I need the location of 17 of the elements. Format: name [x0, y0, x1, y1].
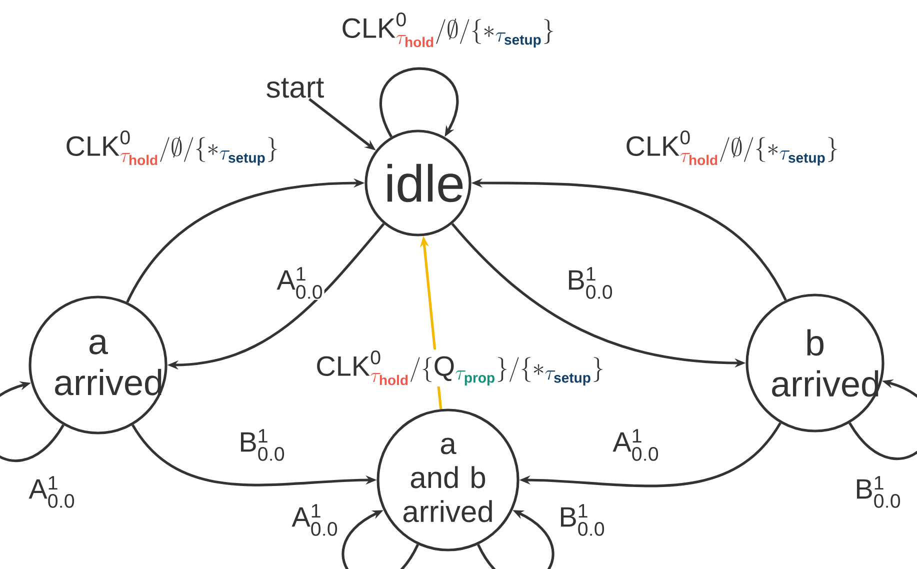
edge-label: $\mathsf{A}^{\mathsf{1}}_{\mathsf{0.0}}$: [290, 503, 340, 537]
edge-label: $\mathsf{B}^{\mathsf{1}}_{\mathsf{0.0}}$: [566, 266, 614, 300]
arrow: [477, 510, 554, 569]
edge-label: $\mathsf{B}^{\mathsf{1}}_{\mathsf{0.0}}$: [854, 475, 902, 509]
edge-label: $\mathsf{A}^{\mathsf{1}}_{\mathsf{0.0}}$: [612, 428, 660, 462]
start-label: start: [266, 78, 324, 98]
edge-label: $\mathsf{CLK}^{\mathsf{0}}_{\color[HTML]{F0584A}\tau_{\mathsf{\mathbf{hold}}}}/\emptyset/\{*_{\color[HTML]{123F66}\tau_{\mathsf{\mathbf{setup}}}}\}$: [624, 130, 840, 166]
edge-label: $\mathsf{CLK}^{\mathsf{0}}_{\color[HTML]{F0584A}\tau_{\mathsf{\mathbf{hold}}}}/\emptyset/\{*_{\color[HTML]{123F66}\tau_{\mathsf{\mathbf{setup}}}}\}$: [340, 12, 556, 48]
edge-label: $\mathsf{A}^{\mathsf{1}}_{\mathsf{0.0}}$: [28, 475, 76, 509]
arrow: [342, 510, 419, 569]
edge-label: $\mathsf{B}^{\mathsf{1}}_{\mathsf{0.0}}$: [558, 503, 606, 537]
arrow: [380, 67, 458, 138]
edge-label: $\mathsf{CLK}^{\mathsf{0}}_{\color[HTML]{F0584A}\tau_{\mathsf{\mathbf{hold}}}}/\emptyset/\{*_{\color[HTML]{123F66}\tau_{\mathsf{\mathbf{setup}}}}\}$: [64, 130, 280, 166]
edge-label: $\mathsf{CLK}^{\mathsf{0}}_{\color[HTML]{F0584A}\tau_{\mathsf{\mathbf{hold}}}}/\{\mathsf{Q}_{\color[HTML]{12907A}\tau_{\mathsf{\mathbf{prop}}}}\}/\{*_{\color[HTML]{123F66}\tau_{\mathsf{\mathbf{setup}}}}\}$: [314, 350, 606, 386]
edge-label: $\mathsf{B}^{\mathsf{1}}_{\mathsf{0.0}}$: [238, 428, 286, 462]
edge-label: $\mathsf{A}^{\mathsf{1}}_{\mathsf{0.0}}$: [276, 266, 324, 300]
arrow: [0, 381, 64, 462]
